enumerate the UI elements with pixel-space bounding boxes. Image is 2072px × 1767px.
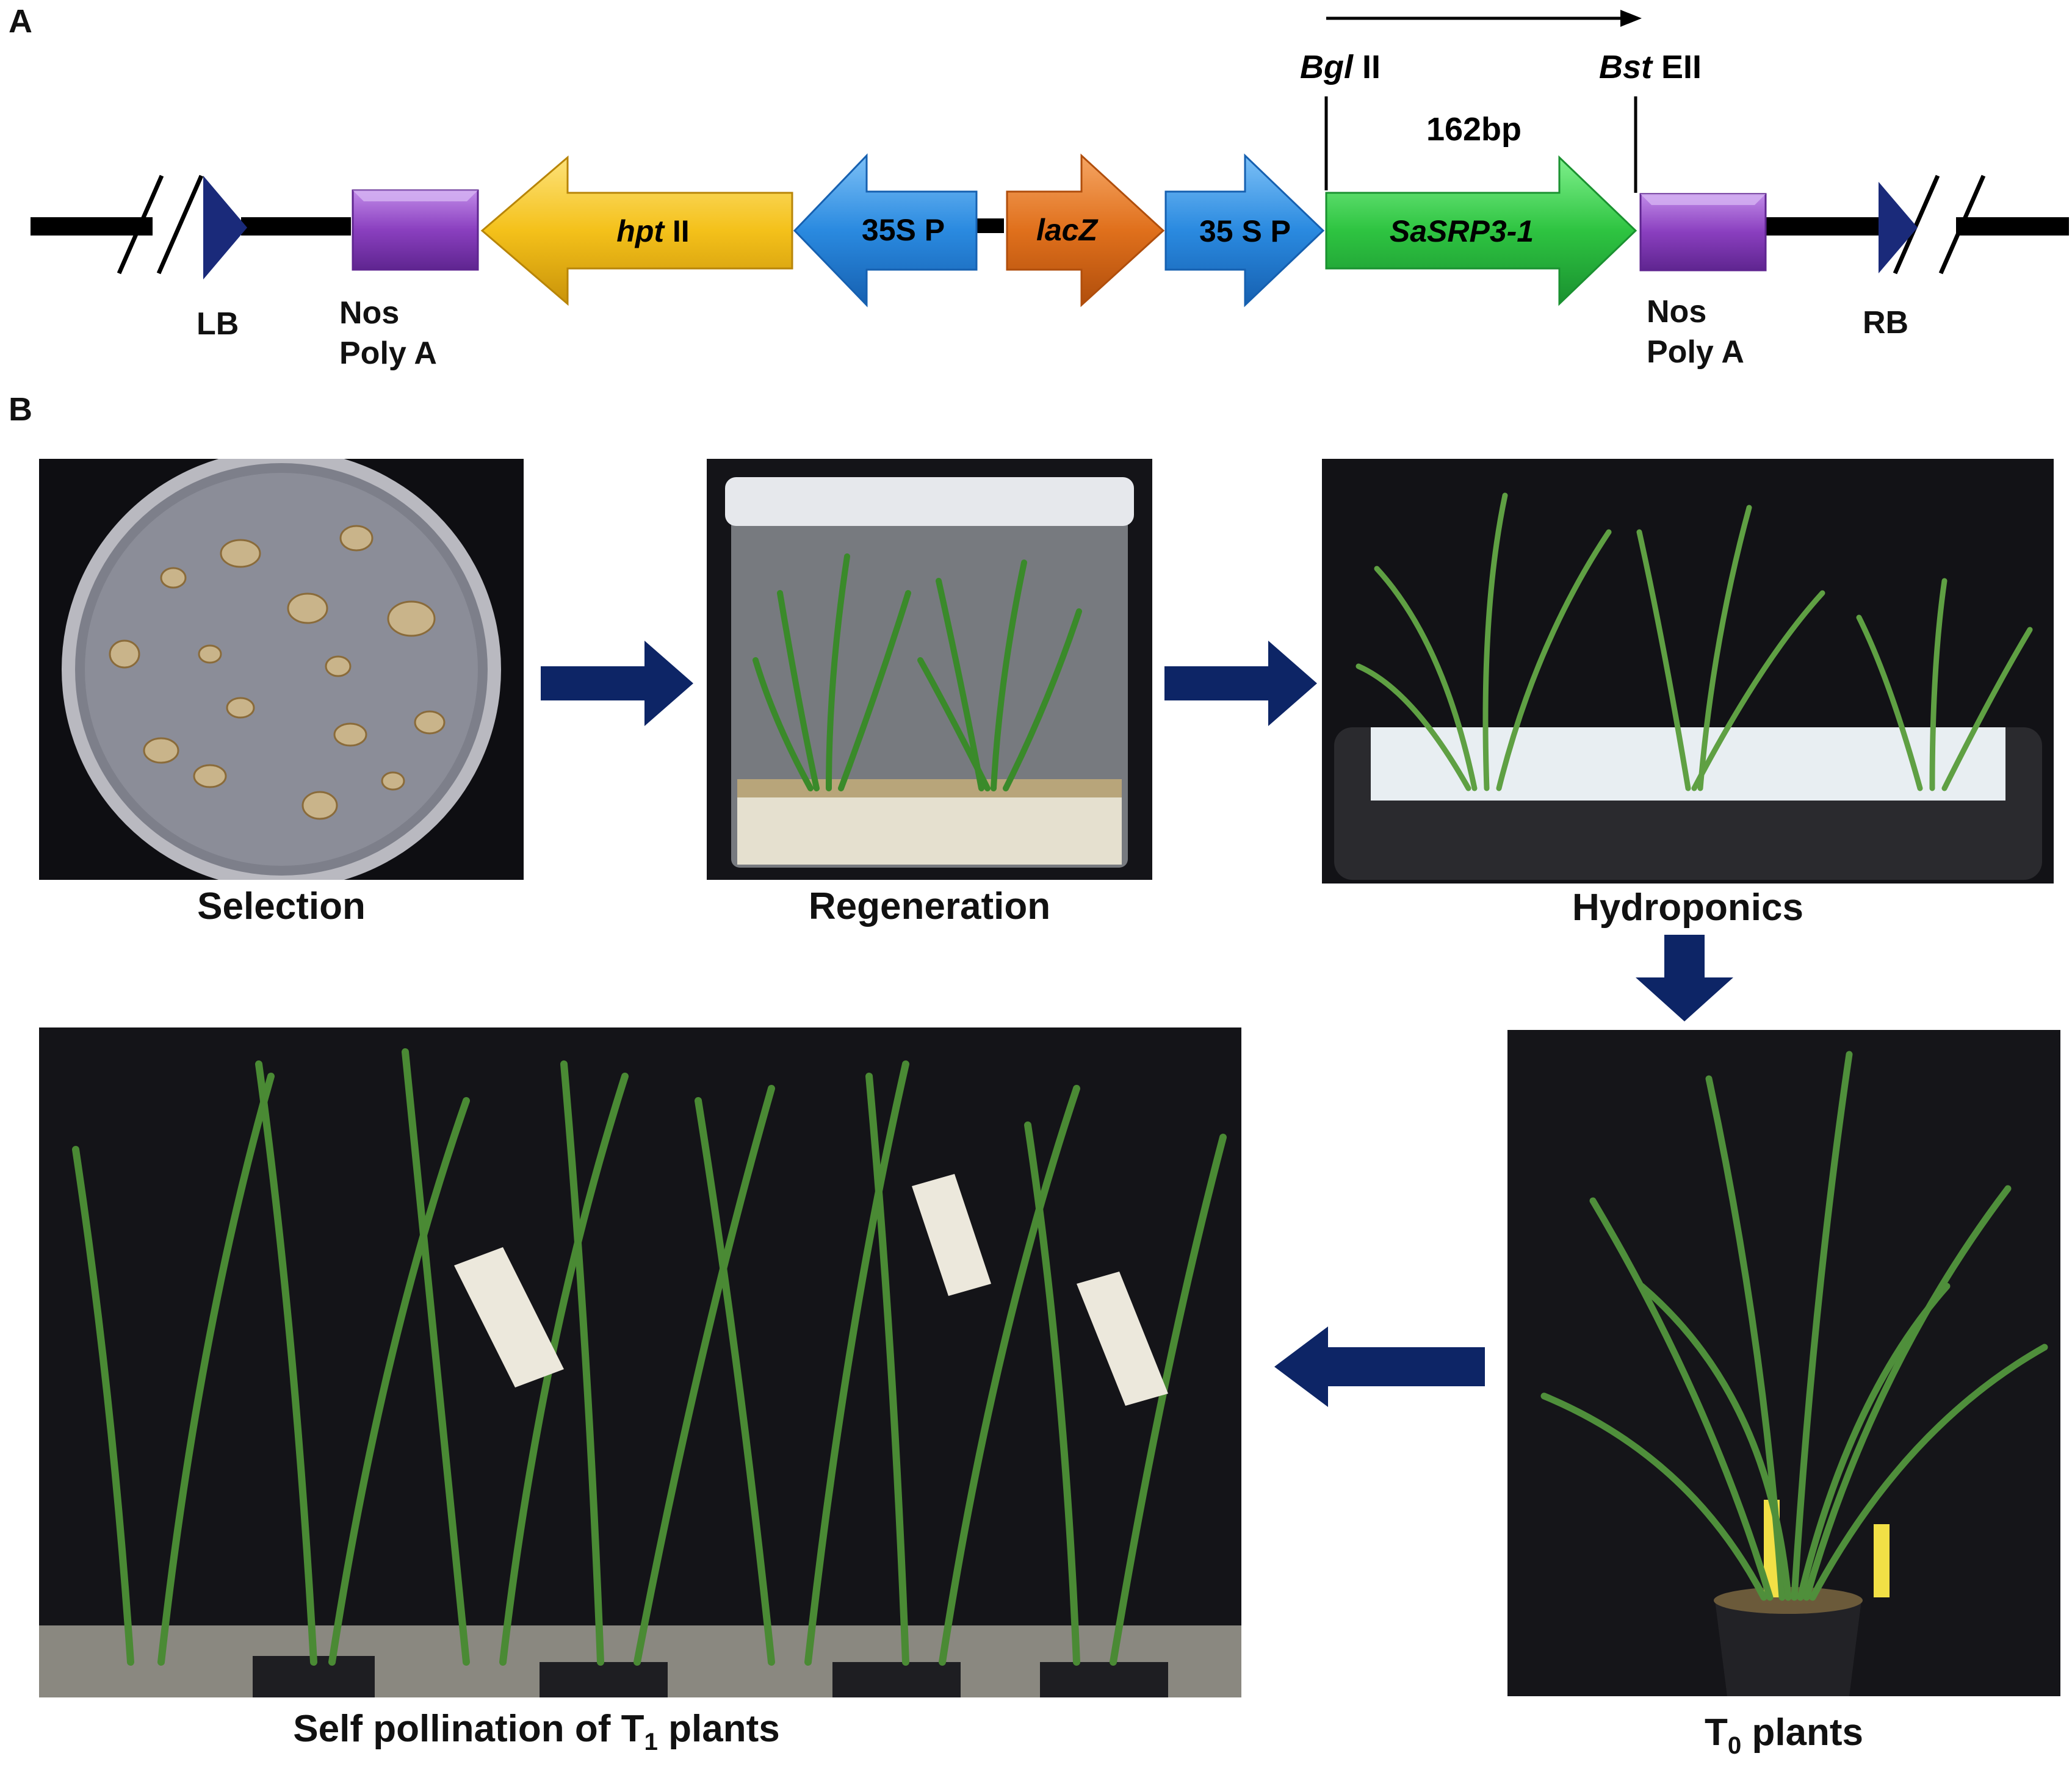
direction-arrow <box>1326 10 1642 27</box>
lacz-arrow <box>1006 153 1165 308</box>
gene-arrow <box>1325 155 1637 306</box>
caption-selection: Selection <box>197 885 366 927</box>
hydroponics-photo <box>1322 459 2054 884</box>
rb-label: RB <box>1863 305 1909 340</box>
t0-plants-photo <box>1507 1030 2060 1696</box>
promoter-left-arrow <box>793 153 978 308</box>
nos-terminator-right <box>1639 193 1767 272</box>
caption-regeneration: Regeneration <box>808 885 1051 927</box>
lb-label: LB <box>197 306 239 342</box>
t1-plants-photo <box>39 1027 1241 1697</box>
caption-t1-plants: Self pollination of T1 plants <box>293 1708 780 1756</box>
promoter-right-label: 35 S P <box>1199 214 1291 248</box>
selection-photo <box>39 459 524 880</box>
break-mark-left <box>117 175 204 275</box>
promoter-right-arrow <box>1164 153 1325 308</box>
panel-label-b: B <box>9 391 32 428</box>
backbone <box>31 217 2069 236</box>
arrow-regeneration-to-hydroponics-icon <box>1164 641 1317 726</box>
break-mark-right <box>1893 175 1986 275</box>
hptii-arrow <box>480 155 793 306</box>
arrow-hydroponics-to-t0-icon <box>1636 935 1733 1021</box>
bsteii-label: Bst EII <box>1599 49 1702 85</box>
nos-terminator-left <box>352 189 479 271</box>
promoter-left-label: 35S P <box>862 213 945 247</box>
fragment-size-label: 162bp <box>1426 111 1522 148</box>
gene-label: SaSRP3-1 <box>1390 214 1534 248</box>
caption-hydroponics: Hydroponics <box>1572 887 1803 929</box>
hptii-label: hpt II <box>616 214 689 248</box>
panel-label-a: A <box>9 3 32 40</box>
bglii-label: Bgl II <box>1300 49 1381 85</box>
caption-t0-plants: T0 plants <box>1704 1711 1864 1760</box>
left-border-icon <box>203 176 247 279</box>
arrow-t0-to-t1-icon <box>1274 1326 1485 1407</box>
right-border-icon <box>1879 182 1918 273</box>
lacz-label: lacZ <box>1036 213 1099 247</box>
arrow-selection-to-regeneration-icon <box>541 641 693 726</box>
regeneration-photo <box>707 459 1152 880</box>
construct-map: hpt II 35S P lacZ 35 S P SaSRP3-1 Bgl II… <box>31 10 2069 308</box>
